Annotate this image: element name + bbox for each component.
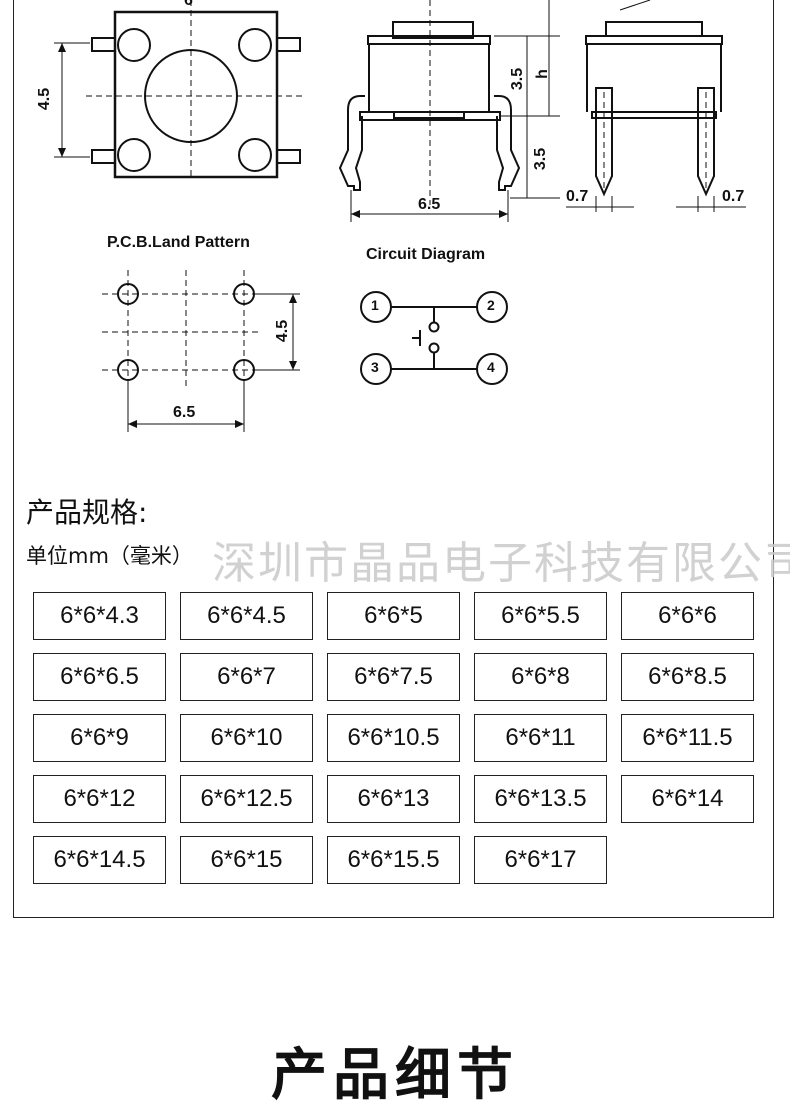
size-option: 6*6*11.5 (621, 714, 754, 762)
pin-3-label: 3 (371, 359, 379, 375)
size-option: 6*6*17 (474, 836, 607, 884)
end-view-dim-right: 0.7 (722, 188, 745, 205)
size-option: 6*6*15 (180, 836, 313, 884)
specs-title: 产品规格: (26, 496, 148, 529)
pcb-dim-bottom: 6.5 (173, 404, 196, 421)
size-option: 6*6*4.3 (33, 592, 166, 640)
pin-4-label: 4 (487, 359, 495, 375)
size-option: 6*6*7.5 (327, 653, 460, 701)
top-view-dim-top: 6 (184, 0, 193, 9)
size-option: 6*6*13.5 (474, 775, 607, 823)
side-view-dim-h-label: h (533, 69, 551, 79)
pin-2-label: 2 (487, 297, 495, 313)
size-option: 6*6*7 (180, 653, 313, 701)
end-view-dim-left: 0.7 (566, 188, 589, 205)
size-option: 6*6*13 (327, 775, 460, 823)
side-view-dim-h2: 3.5 (532, 147, 550, 171)
product-details-heading: 产品细节 (271, 1043, 519, 1108)
side-view-dim-bottom: 6.5 (418, 196, 441, 213)
size-option: 6*6*5.5 (474, 592, 607, 640)
pcb-land-pattern-outline (102, 270, 300, 432)
size-option: 6*6*12 (33, 775, 166, 823)
side-view-outline (338, 0, 560, 222)
size-option: 6*6*5 (327, 592, 460, 640)
size-option: 6*6*14.5 (33, 836, 166, 884)
size-option: 6*6*10 (180, 714, 313, 762)
end-view-outline (566, 0, 746, 212)
size-option: 6*6*11 (474, 714, 607, 762)
size-option: 6*6*6 (621, 592, 754, 640)
size-option: 6*6*15.5 (327, 836, 460, 884)
top-view-outline (54, 0, 306, 180)
spec-panel (13, 0, 774, 918)
size-option: 6*6*8.5 (621, 653, 754, 701)
size-option: 6*6*12.5 (180, 775, 313, 823)
size-option: 6*6*6.5 (33, 653, 166, 701)
side-view-dim-h1: 3.5 (509, 67, 527, 91)
circuit-title: Circuit Diagram (366, 246, 486, 263)
unit-label: 单位mm（毫米） (26, 544, 193, 568)
pin-1-label: 1 (371, 297, 379, 313)
technical-drawing (54, 0, 746, 432)
company-watermark: 深圳市晶品电子科技有限公司 (212, 538, 790, 589)
top-view-dim-left: 4.5 (36, 87, 54, 111)
circuit-diagram-lines (360, 291, 508, 385)
size-option: 6*6*8 (474, 653, 607, 701)
size-option: 6*6*10.5 (327, 714, 460, 762)
pcb-title: P.C.B.Land Pattern (107, 234, 250, 251)
size-option: 6*6*9 (33, 714, 166, 762)
pcb-dim-right: 4.5 (274, 319, 292, 343)
size-option: 6*6*14 (621, 775, 754, 823)
size-option: 6*6*4.5 (180, 592, 313, 640)
